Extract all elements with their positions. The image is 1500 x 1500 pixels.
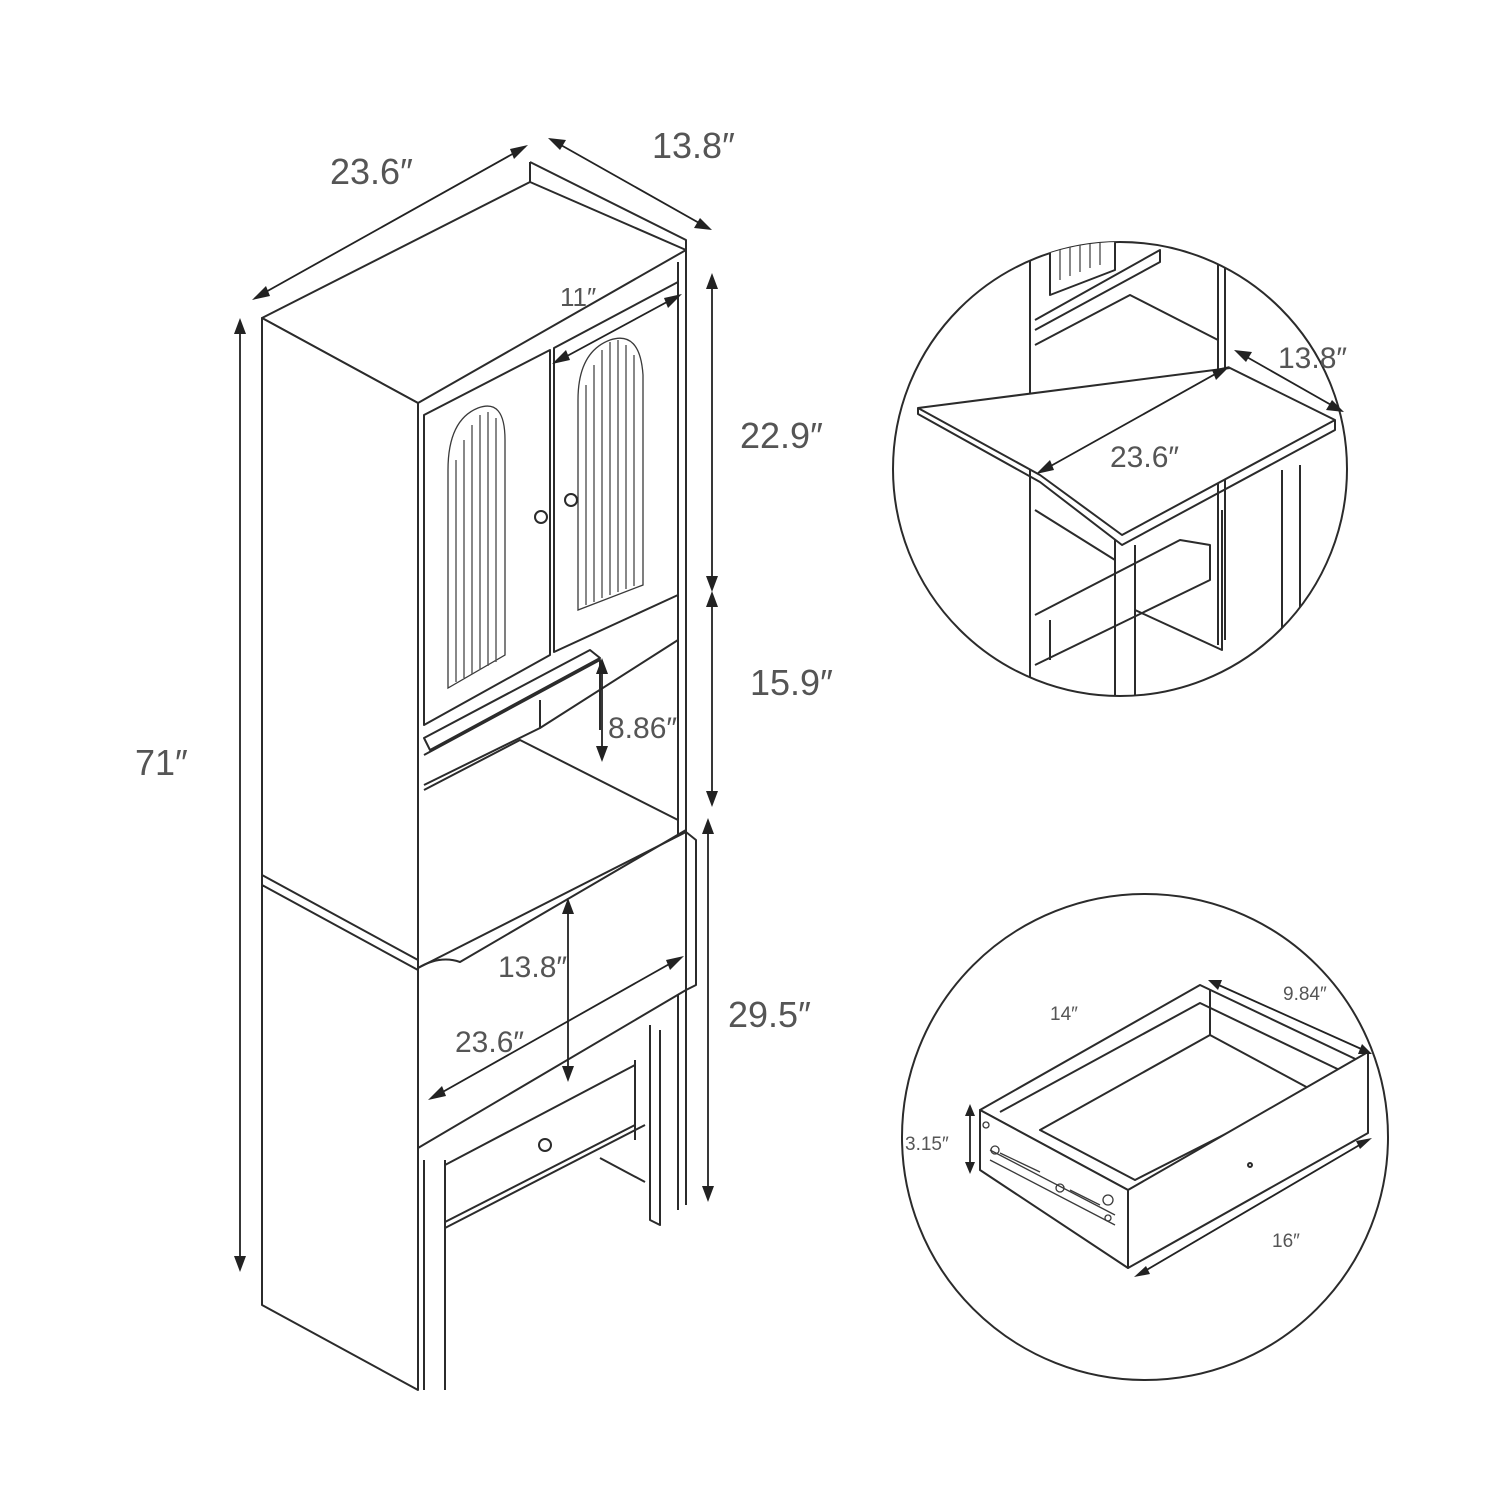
- label-drawer-inner-width: 14″: [1050, 1004, 1078, 1025]
- drawer-detail-view: [901, 893, 1389, 1381]
- label-open-shelf-height: 15.9″: [750, 662, 833, 703]
- label-drawer-height: 3.15″: [905, 1134, 949, 1155]
- desk-detail-slats: [1059, 242, 1101, 280]
- main-dimension-lines: [234, 138, 718, 1272]
- desk-detail-view: [892, 241, 1348, 697]
- label-desk-detail-depth: 13.8″: [1278, 342, 1347, 375]
- label-drawer-inner-depth: 9.84″: [1283, 984, 1327, 1005]
- label-desk-width: 23.6″: [455, 1026, 524, 1059]
- cabinet-left-side-lower: [261, 884, 419, 1391]
- label-desk-detail-width: 23.6″: [1110, 441, 1179, 474]
- drawer-side-panel: [979, 1109, 1129, 1269]
- label-lower-section-height: 29.5″: [728, 994, 811, 1035]
- label-desk-depth: 13.8″: [498, 951, 567, 984]
- desk-detail-circle: [892, 241, 1348, 697]
- drawer-knob: [538, 1138, 552, 1152]
- door-knob-right: [564, 493, 578, 507]
- door-slats: [455, 340, 635, 682]
- cabinet-illustration: [261, 161, 697, 1391]
- drawer-runner: [989, 1145, 1116, 1226]
- label-door-width: 11″: [560, 282, 596, 312]
- shelf-lip: [423, 649, 601, 751]
- desk-detail-top: [917, 367, 1336, 536]
- label-total-height: 71″: [135, 742, 188, 783]
- label-depth: 13.8″: [652, 125, 735, 166]
- drawer-detail-circle: [901, 893, 1389, 1381]
- label-width: 23.6″: [330, 151, 413, 192]
- cabinet-door-right: [553, 281, 679, 653]
- label-open-shelf-clearance: 8.86″: [608, 712, 677, 745]
- label-upper-cabinet-height: 22.9″: [740, 415, 823, 456]
- desk-top-flap: [417, 831, 687, 1149]
- cabinet-left-side-upper: [261, 317, 419, 961]
- label-drawer-outer-width: 16″: [1272, 1231, 1300, 1252]
- door-knob-left: [534, 510, 548, 524]
